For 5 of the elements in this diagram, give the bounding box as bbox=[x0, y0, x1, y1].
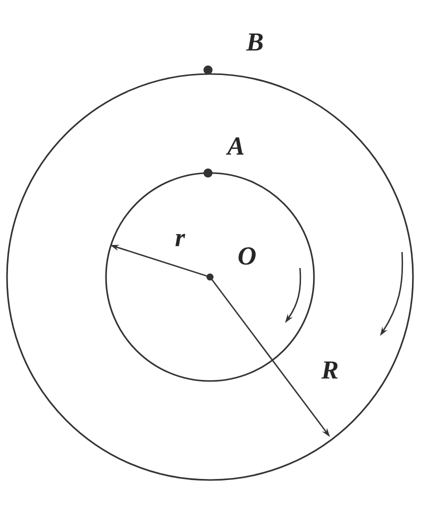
point-label: R bbox=[321, 361, 338, 378]
point-label: r bbox=[175, 234, 186, 246]
point-label: O bbox=[238, 247, 256, 265]
point-label: A bbox=[226, 137, 244, 155]
point-label: B bbox=[246, 33, 263, 51]
